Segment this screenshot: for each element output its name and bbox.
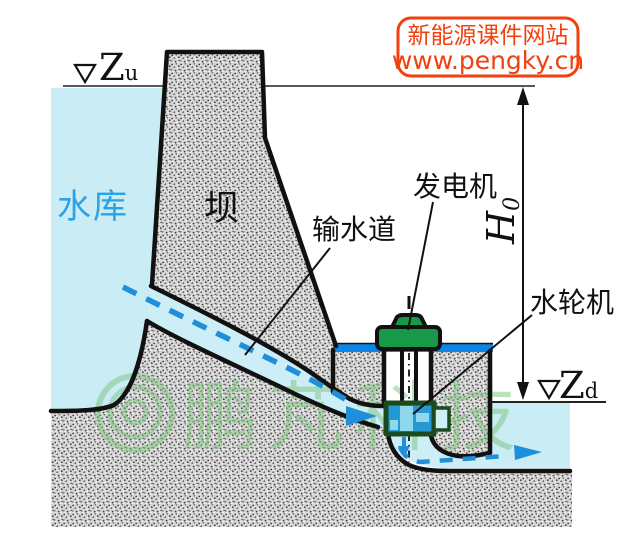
site-badge-frame (396, 16, 580, 78)
dam-body (151, 52, 385, 406)
upstream-level-label: Zu (99, 46, 138, 89)
dam-label: 坝 (204, 189, 239, 229)
shaft-housing (385, 351, 431, 406)
site-badge-url: www.pengky.cn (392, 46, 584, 75)
downstream-level-marker: Zd (537, 364, 598, 407)
site-badge: 新能源课件网站 www.pengky.cn (392, 16, 584, 78)
foundation-left-edge (428, 348, 493, 459)
reservoir-water (51, 88, 165, 411)
tailwater (490, 403, 570, 468)
dim-arrow-up-icon (517, 87, 529, 105)
site-badge-title: 新能源课件网站 (408, 23, 569, 49)
generator-body (375, 325, 442, 351)
penstock-flow-dashes (121, 284, 350, 404)
dim-arrow-down-icon (517, 382, 529, 400)
turbine-label: 水轮机 (530, 286, 614, 319)
penstock-flow-arrowhead-icon (346, 406, 377, 426)
generator-label: 发电机 (413, 170, 497, 203)
reservoir-bottom-line (48, 318, 150, 414)
downstream-level-label: Zd (559, 364, 598, 407)
shaft (400, 351, 418, 462)
turbine-runner-blade2 (390, 420, 398, 430)
penstock-upper-wall (148, 283, 386, 409)
component-labels: 水库 坝 输水道 发电机 水轮机 (57, 170, 614, 415)
turbine-runner (400, 406, 413, 431)
turbine-outlet-valve (432, 406, 451, 432)
flow-arrows (121, 284, 542, 465)
ground-foundation (51, 321, 572, 527)
reservoir-label: 水库 (57, 187, 129, 227)
upstream-level-marker: Zu (73, 46, 138, 89)
draft-tube-bottom-wall (385, 429, 573, 474)
turbine-runner-blade (416, 413, 429, 422)
turbine-unit (383, 400, 451, 437)
penstock-label: 输水道 (312, 213, 396, 246)
head-dimension: H0 (479, 87, 529, 400)
level-triangle-icon (537, 379, 561, 401)
head-label: H0 (479, 197, 525, 245)
penstock-pointer-line (244, 247, 331, 356)
dam-outline (149, 49, 339, 349)
level-triangle-icon (73, 63, 97, 85)
generator-pointer-line (407, 201, 434, 331)
tailrace-flow-dashes (397, 446, 506, 465)
tailrace-flow-arrowhead-icon (514, 445, 542, 460)
turbine-pointer-line (412, 314, 533, 415)
